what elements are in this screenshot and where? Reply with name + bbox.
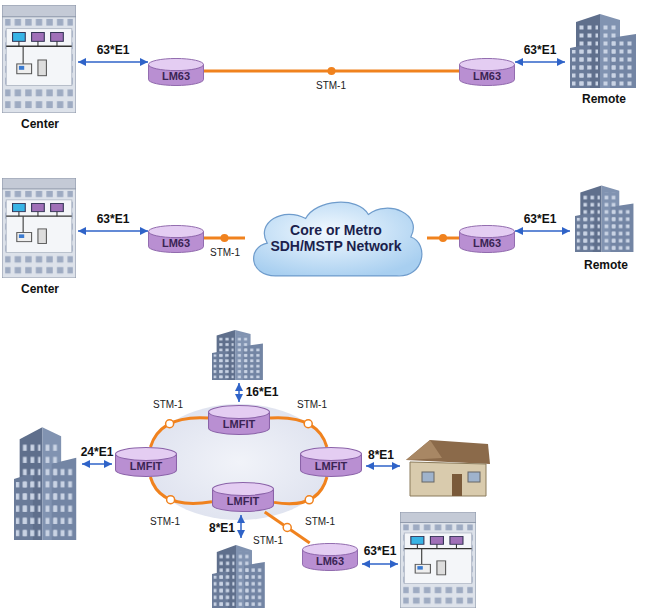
building-node: Center <box>2 178 78 296</box>
e1-count-label: 8*E1 <box>209 521 235 535</box>
link-dot <box>166 420 174 428</box>
mux-cylinder: LM63 <box>148 58 204 86</box>
mux-cylinder: LMFIT <box>208 405 270 435</box>
e1-link <box>515 61 565 63</box>
mux-cylinder: LMFIT <box>115 447 177 477</box>
edge-label: STM-1 <box>295 399 329 410</box>
e1-link <box>78 61 148 63</box>
mux-cylinder: LMFIT <box>300 447 362 477</box>
e1-link <box>78 230 148 232</box>
node-text: Remote <box>584 258 628 272</box>
node-text: LMFIT <box>227 488 259 507</box>
link-dot <box>328 67 336 75</box>
node-text: LMFIT <box>315 453 347 472</box>
edge-label: STM-1 <box>314 80 348 91</box>
stm1-link <box>150 477 212 503</box>
edge-label: 63*E1 <box>97 43 130 57</box>
node-text: LM63 <box>316 548 344 567</box>
node-text: LM63 <box>473 230 501 249</box>
node-text: LMFIT <box>130 453 162 472</box>
edge-label: 63*E1 <box>97 212 130 226</box>
building-node: Center <box>2 5 78 131</box>
e1-count-label: 63*E1 <box>364 544 397 558</box>
e1-count-label: 16*E1 <box>246 385 279 399</box>
node-text: LM63 <box>473 63 501 82</box>
link-dot <box>167 496 175 504</box>
edge-label: 63*E1 <box>524 212 557 226</box>
edge-label: STM-1 <box>251 535 285 546</box>
node-text: LM63 <box>162 230 190 249</box>
edge-label: STM-1 <box>148 516 182 527</box>
network-cloud: Core or Metro SDH/MSTP Network <box>245 196 427 280</box>
building-node: Remote <box>565 8 643 106</box>
stm1-link <box>274 477 327 504</box>
e1-count-label: 24*E1 <box>81 445 114 459</box>
node-text: LM63 <box>162 63 190 82</box>
e1-link <box>515 230 570 232</box>
link-dot <box>221 234 229 242</box>
mux-cylinder: LM63 <box>302 543 358 571</box>
node-text: Remote <box>582 92 626 106</box>
mux-cylinder: LM63 <box>459 225 515 253</box>
link-dot <box>304 420 312 428</box>
link-dot <box>305 496 313 504</box>
node-text: LMFIT <box>223 411 255 430</box>
link-dot <box>283 524 291 532</box>
node-text: Center <box>21 282 59 296</box>
mux-cylinder: LMFIT <box>212 482 274 512</box>
link-dot <box>439 234 447 242</box>
edge-label: STM-1 <box>208 247 242 258</box>
edge-label: STM-1 <box>303 516 337 527</box>
edge-label: 63*E1 <box>524 43 557 57</box>
node-text: Core or Metro SDH/MSTP Network <box>261 222 411 254</box>
mux-cylinder: LM63 <box>148 225 204 253</box>
e1-count-label: 8*E1 <box>368 448 394 462</box>
building-node: Remote <box>570 180 642 272</box>
node-text: Center <box>21 117 59 131</box>
mux-cylinder: LM63 <box>459 58 515 86</box>
stm1-link <box>270 418 327 447</box>
stm1-link <box>150 418 208 447</box>
edge-label: STM-1 <box>151 399 185 410</box>
